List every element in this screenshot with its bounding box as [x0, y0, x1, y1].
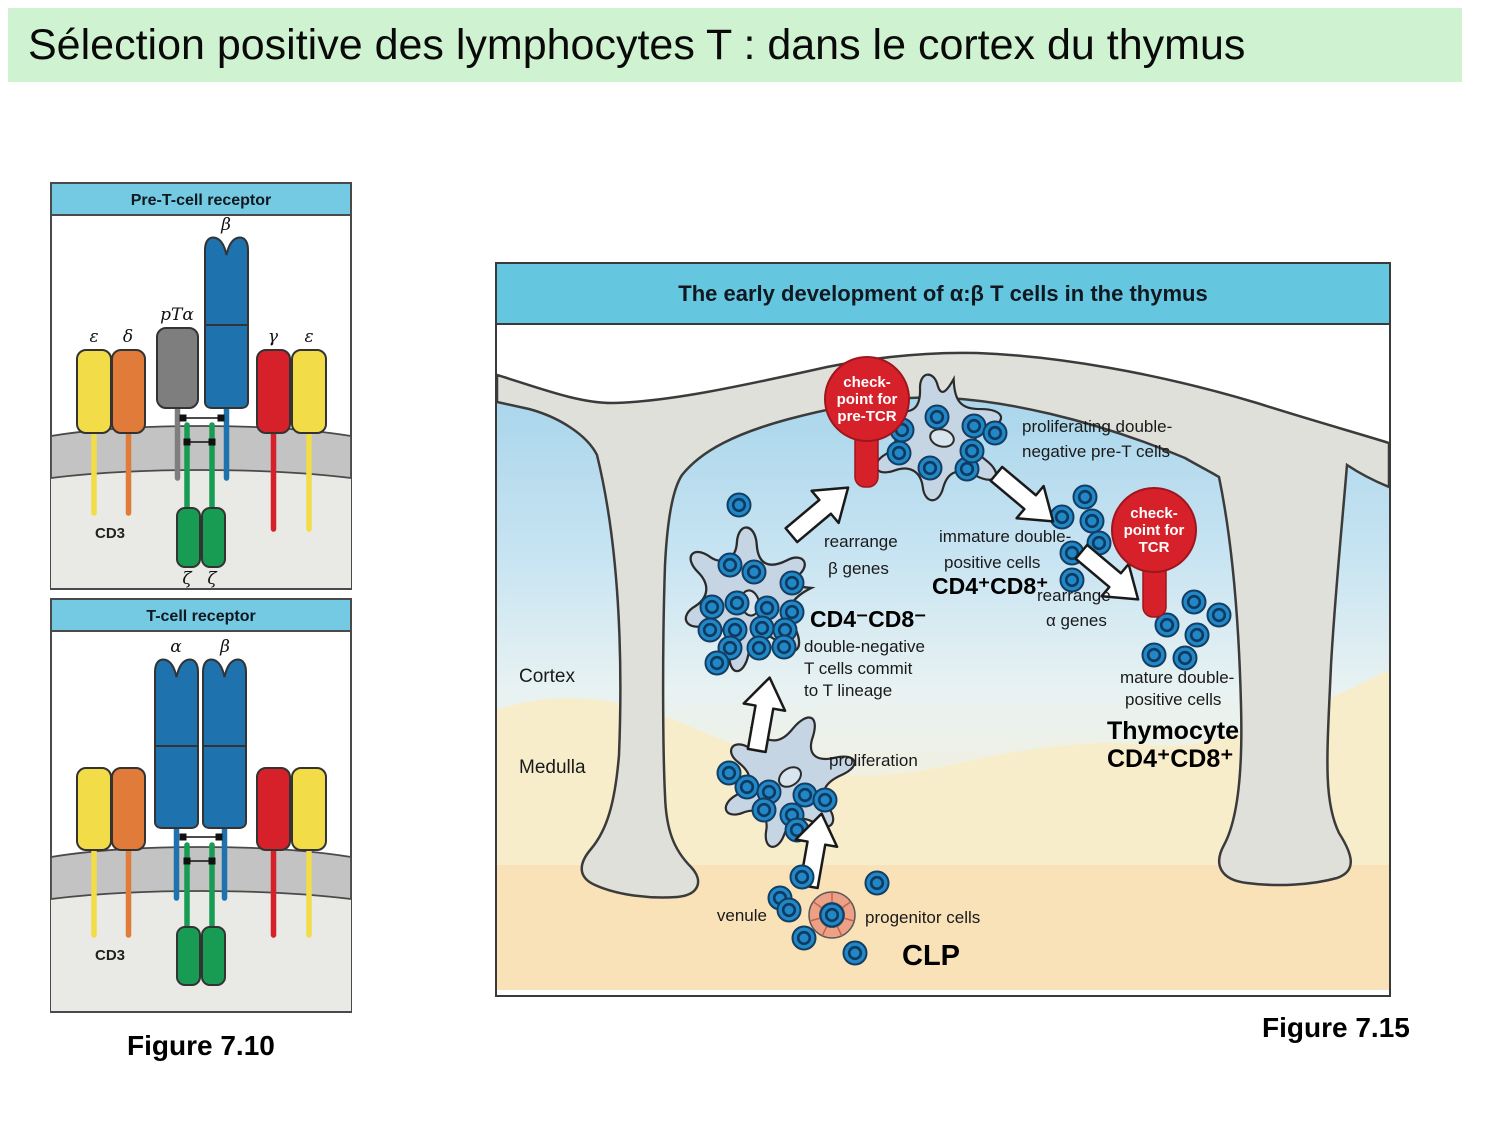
rearrange-alpha-label: rearrange — [1037, 586, 1111, 605]
svg-text:point for: point for — [1124, 522, 1185, 539]
pre-tcr-receptor-panel: Pre-T-cell receptor ε δ pTα β γ ε CD3 ζ … — [50, 182, 352, 595]
disulfide-bonds — [179, 414, 225, 446]
svg-text:check-: check- — [843, 374, 891, 391]
pt-alpha-label: pTα — [160, 305, 194, 325]
svg-text:TCR: TCR — [1139, 539, 1170, 556]
gamma-label: γ — [268, 327, 279, 347]
delta-label: δ — [123, 327, 133, 347]
clp-label: CLP — [902, 940, 960, 972]
medulla-label: Medulla — [519, 757, 586, 778]
svg-text:β genes: β genes — [828, 559, 889, 578]
svg-text:check-: check- — [1130, 505, 1178, 522]
svg-text:point for: point for — [837, 391, 898, 408]
svg-text:negative pre-T cells: negative pre-T cells — [1022, 442, 1170, 461]
svg-text:pre-TCR: pre-TCR — [837, 408, 896, 425]
cortex-label: Cortex — [519, 666, 575, 687]
thymus-figure: The early development of α:β T cells in … — [495, 262, 1391, 997]
checkpoint-tcr: check- point for TCR — [1111, 487, 1197, 618]
cd3-label: CD3 — [95, 525, 125, 542]
svg-text:positive cells: positive cells — [1125, 690, 1221, 709]
proliferating-label: proliferating double- — [1022, 417, 1172, 436]
thymus-diagram: check- point for pre-TCR check- point fo… — [495, 325, 1391, 990]
figure-715-caption: Figure 7.15 — [1262, 1012, 1410, 1043]
venule-label: venule — [717, 906, 767, 925]
beta-label: β — [219, 637, 230, 657]
svg-text:T cells commit: T cells commit — [804, 659, 913, 678]
svg-text:CD4⁺CD8⁺: CD4⁺CD8⁺ — [1107, 745, 1233, 773]
zeta-left-label: ζ — [182, 569, 193, 589]
thymocyte-label: Thymocyte — [1107, 717, 1239, 745]
zeta-right-label: ζ — [207, 569, 218, 589]
zeta-chains — [176, 926, 226, 986]
panel-header — [50, 598, 352, 632]
proliferation-label: proliferation — [829, 751, 918, 770]
rearrange-beta-label: rearrange — [824, 532, 898, 551]
mature-label: mature double- — [1120, 668, 1234, 687]
chain-tails — [91, 405, 312, 532]
epsilon-right-label: ε — [304, 327, 313, 347]
immature-phenotype-label: CD4⁺CD8⁺ — [932, 573, 1048, 599]
double-negative-label: double-negative — [804, 637, 925, 656]
zeta-chains — [176, 507, 226, 568]
beta-label: β — [220, 215, 231, 235]
receptor-chains — [76, 658, 327, 851]
figure-710-caption: Figure 7.10 — [127, 1030, 275, 1061]
panel-header — [50, 182, 352, 216]
progenitor-cells-label: progenitor cells — [865, 908, 980, 927]
slide-title: Sélection positive des lymphocytes T : d… — [28, 20, 1246, 69]
panel-title: Pre-T-cell receptor — [131, 192, 272, 209]
alpha-label: α — [170, 637, 182, 657]
receptor-chains — [76, 236, 327, 434]
thymic-capsule-trabeculae — [495, 351, 1391, 899]
svg-text:positive cells: positive cells — [944, 553, 1040, 572]
dn-phenotype-label: CD4⁻CD8⁻ — [810, 606, 926, 632]
disulfide-bonds — [179, 833, 223, 865]
checkpoint-pre-tcr: check- point for pre-TCR — [824, 356, 910, 488]
svg-text:α genes: α genes — [1046, 611, 1107, 630]
subcapsular-space — [497, 325, 1389, 443]
thymus-figure-header: The early development of α:β T cells in … — [497, 264, 1389, 325]
epsilon-left-label: ε — [89, 327, 98, 347]
immature-label: immature double- — [939, 527, 1071, 546]
tcr-receptor-panel: T-cell receptor α β CD3 — [50, 598, 352, 1018]
title-bar: Sélection positive des lymphocytes T : d… — [8, 8, 1462, 82]
svg-text:to T lineage: to T lineage — [804, 681, 892, 700]
single-t-cell — [726, 492, 752, 518]
panel-title: T-cell receptor — [146, 608, 255, 625]
cd3-label: CD3 — [95, 947, 125, 964]
